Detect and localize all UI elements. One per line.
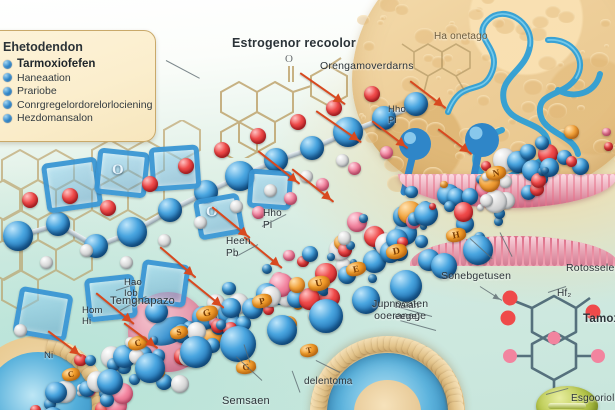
label-temgnapazo: Temgnapazo — [110, 295, 175, 307]
legend-title: Ehetodendon — [3, 40, 145, 54]
label-hho-pi: Hho Pi — [388, 104, 406, 126]
oxygen-atom — [604, 142, 613, 151]
oxygen-atom — [30, 405, 41, 410]
oxygen-atom — [364, 86, 380, 102]
hydrogen-atom — [264, 184, 277, 197]
legend-list: Tarmoxiofefen Haneaation Prariobe Conrgr… — [3, 58, 145, 124]
carbon-atom — [158, 198, 182, 222]
hydrogen-atom — [158, 234, 171, 247]
nitrogen-atom — [564, 125, 578, 139]
legend-item[interactable]: Conrgregelordorelorlociening — [3, 99, 145, 111]
hydrogen-atom — [40, 256, 53, 269]
label-semsaen: Semsaen — [222, 395, 270, 407]
label-tamox: Tamox — [583, 313, 615, 325]
oxygen-atom — [22, 192, 38, 208]
legend-item-label: Hezdomansalon — [17, 112, 93, 124]
hydrogen-atom — [120, 256, 133, 269]
label-hom-hi: Hom Hi — [82, 305, 103, 327]
blue-sphere-bullet-icon — [3, 60, 12, 69]
phosphorus-atom — [602, 128, 611, 137]
blue-sphere-bullet-icon — [3, 73, 12, 82]
carbon-atom — [415, 235, 428, 248]
carbon-atom — [327, 253, 335, 261]
oxygen-atom — [250, 128, 266, 144]
legend-item[interactable]: Prariobe — [3, 85, 145, 97]
carbon-atom-large — [463, 235, 493, 265]
blue-sphere-bullet-icon — [3, 114, 12, 123]
hydrogen-atom — [194, 216, 207, 229]
carbon-atom — [535, 136, 549, 150]
label-organomembrane: Orengamoverdarns — [320, 60, 414, 72]
oxygen-atom — [429, 203, 436, 210]
carbon-atom-large — [220, 326, 256, 362]
legend-item-label: Haneaation — [17, 72, 71, 84]
carbon-atom-large — [309, 299, 343, 333]
carbon-atom-large — [135, 353, 165, 383]
carbon-atom — [3, 221, 33, 251]
oxygen-atom — [178, 158, 194, 174]
legend-panel[interactable]: Ehetodendon Tarmoxiofefen Haneaation Pra… — [0, 30, 156, 142]
hydrogen-atom — [336, 154, 349, 167]
carbon-atom — [368, 274, 377, 283]
oxygen-atom — [454, 202, 474, 222]
label-estrogen-receptor: Estrogenor recoolor — [232, 36, 356, 50]
carbon-atom-large — [180, 336, 212, 368]
label-halan-eege: halan eege) — [395, 300, 420, 322]
carbon-atom — [404, 92, 428, 116]
phosphorus-atom — [284, 192, 297, 205]
oxygen-atom — [290, 114, 306, 130]
blue-sphere-bullet-icon — [3, 100, 12, 109]
label-ni-left: Ni — [44, 350, 53, 361]
phosphorus-atom — [283, 250, 295, 262]
blue-sphere-bullet-icon — [3, 87, 12, 96]
legend-item[interactable]: Haneaation — [3, 72, 145, 84]
carbon-atom-large — [97, 369, 123, 395]
carbon-atom — [520, 144, 536, 160]
hydrogen-atom — [338, 231, 351, 244]
hydrogen-atom — [80, 244, 93, 257]
label-esgooriol: Esgooriol — [571, 393, 615, 404]
labelled-residue-capsule: H — [445, 226, 467, 244]
label-delentoma: delentoma — [304, 376, 353, 387]
legend-item-label: Conrgregelordorelorlociening — [17, 99, 152, 111]
legend-item[interactable]: Tarmoxiofefen — [3, 58, 145, 70]
label-rotosselep: Rotosselep — [566, 262, 615, 274]
legend-item[interactable]: Hezdomansalon — [3, 112, 145, 124]
carbon-atom — [300, 136, 324, 160]
legend-item-label: Prariobe — [17, 85, 57, 97]
legend-item-label: Tarmoxiofefen — [17, 58, 95, 70]
label-sonebgetusen: Sonebgetusen — [441, 270, 511, 282]
hydrogen-atom — [171, 375, 189, 393]
labelled-residue-capsule: C — [61, 366, 82, 383]
nitrogen-atom — [289, 277, 305, 293]
phosphorus-atom — [348, 162, 361, 175]
label-heen-pb: Hho Pi — [263, 208, 282, 232]
carbon-atom — [405, 186, 417, 198]
oxygen-atom — [142, 176, 158, 192]
ring-atom-letter: O — [112, 162, 124, 179]
oxygen-atom — [214, 142, 230, 158]
carbon-atom — [85, 355, 96, 366]
hydrogen-atom — [230, 200, 243, 213]
label-ha-onetago: Ha onetago — [434, 31, 488, 42]
carbon-atom — [46, 212, 70, 236]
carbon-atom — [302, 246, 318, 262]
labelled-residue-capsule: T — [299, 342, 319, 358]
oxygen-atom — [62, 188, 78, 204]
hydrogen-atom — [14, 324, 27, 337]
oxygen-atom — [566, 156, 577, 167]
carbon-atom — [359, 214, 368, 223]
label-hf2: Hf₂ — [557, 288, 571, 299]
nitrogen-atom — [440, 181, 447, 188]
carbon-atom — [117, 217, 147, 247]
carbon-atom — [542, 167, 549, 174]
carbon-atom — [100, 393, 114, 407]
label-hoen-pb: Heen Pb — [226, 236, 251, 260]
carbon-atom-large — [267, 315, 297, 345]
oxygen-atom — [100, 200, 116, 216]
carbon-atom — [222, 282, 235, 295]
phosphorus-atom — [380, 146, 393, 159]
